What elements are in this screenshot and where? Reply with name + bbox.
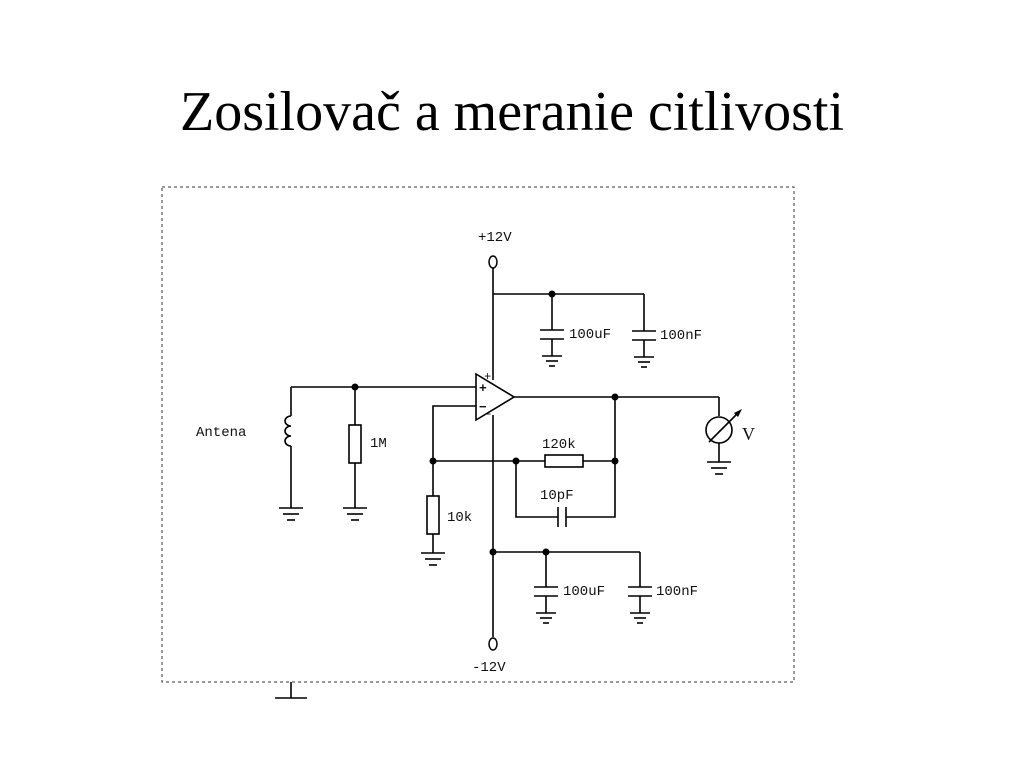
shield-enclosure bbox=[161, 186, 795, 683]
resistor-10k-label: 10k bbox=[447, 510, 472, 526]
resistor-1m bbox=[343, 387, 367, 521]
opamp-minus-supply-mark: − bbox=[484, 408, 491, 422]
cap-pos-bulk-label: 100uF bbox=[569, 327, 611, 343]
capacitor-10pf bbox=[515, 461, 616, 527]
antenna-label: Antena bbox=[196, 425, 246, 441]
resistor-1m-label: 1M bbox=[370, 436, 387, 452]
junction-dot bbox=[489, 548, 497, 556]
antenna-coil bbox=[279, 387, 303, 521]
enclosure-ground-symbol bbox=[275, 682, 307, 699]
capacitor-10pf-label: 10pF bbox=[540, 488, 574, 504]
opamp-minus-input: − bbox=[479, 400, 487, 415]
capacitor-pos-decoup bbox=[632, 294, 656, 368]
negative-terminal bbox=[488, 637, 498, 651]
opamp-plus-supply-mark: + bbox=[484, 370, 491, 384]
resistor-120k bbox=[516, 454, 615, 468]
cap-pos-decoup-label: 100nF bbox=[660, 328, 702, 344]
opamp-symbol bbox=[475, 372, 516, 422]
inverting-input-wire bbox=[432, 405, 516, 462]
cap-neg-bulk-label: 100uF bbox=[563, 584, 605, 600]
cap-neg-decoup-label: 100nF bbox=[656, 584, 698, 600]
positive-terminal bbox=[488, 255, 498, 269]
voltmeter-icon bbox=[705, 397, 742, 475]
supply-negative-label: -12V bbox=[472, 660, 506, 676]
voltmeter-label: V bbox=[742, 424, 755, 444]
resistor-10k bbox=[421, 461, 445, 566]
resistor-120k-label: 120k bbox=[542, 437, 576, 453]
supply-positive-label: +12V bbox=[478, 230, 512, 246]
capacitor-neg-decoup bbox=[628, 552, 652, 624]
capacitor-pos-bulk bbox=[540, 294, 564, 367]
capacitor-neg-bulk bbox=[534, 552, 558, 624]
opamp-plus-input: + bbox=[479, 381, 487, 396]
slide-title: Zosilovač a meranie citlivosti bbox=[179, 81, 844, 143]
junction-dot bbox=[611, 393, 619, 401]
